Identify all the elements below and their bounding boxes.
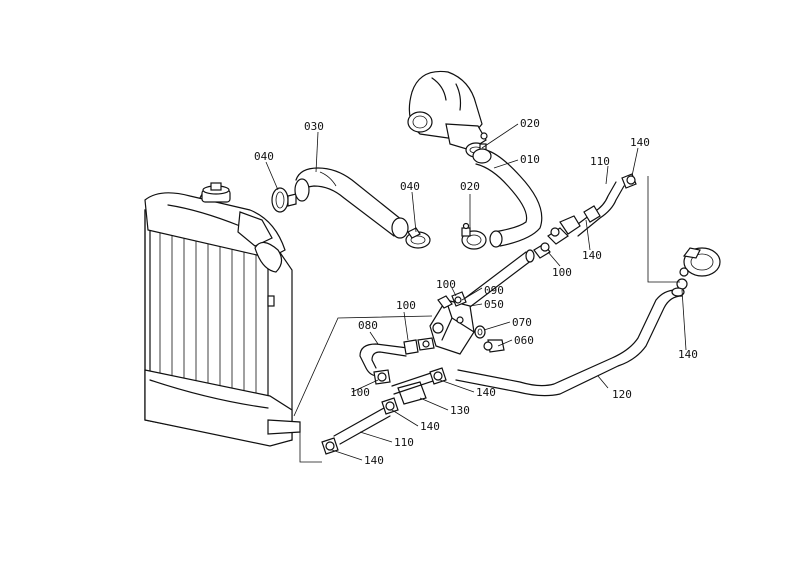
tee-fitting-130 — [391, 367, 447, 405]
callout-130: 130 — [450, 404, 470, 417]
callout-070: 070 — [512, 316, 532, 329]
hose-clamp-040-right — [405, 227, 431, 249]
reference-lines — [293, 176, 680, 463]
hose-clamp-020-mid — [461, 222, 487, 250]
callout-050: 050 — [484, 298, 504, 311]
callout-labels: 030 040 040 020 010 020 110 140 100 140 … — [254, 117, 698, 467]
leader-lines — [265, 123, 687, 461]
callout-110-bottom: 110 — [394, 436, 414, 449]
callout-010: 010 — [520, 153, 540, 166]
hose-080 — [359, 337, 435, 377]
callout-060: 060 — [514, 334, 534, 347]
water-pump-outlet — [676, 247, 721, 290]
callout-100-b: 100 — [436, 278, 456, 291]
callout-140-c: 140 — [476, 386, 496, 399]
hose-120 — [455, 287, 685, 397]
callout-110-top: 110 — [590, 155, 610, 168]
callout-020-mid: 020 — [460, 180, 480, 193]
callout-140-top: 140 — [630, 136, 650, 149]
radiator-cap — [201, 182, 231, 203]
callout-100-a: 100 — [552, 266, 572, 279]
hose-clamp-040-left — [271, 187, 297, 213]
hose-110-bottom — [321, 407, 391, 455]
fitting-100-right — [547, 227, 569, 245]
plug-060 — [483, 339, 505, 353]
hose-030 — [294, 167, 409, 239]
pipe-090 — [459, 242, 551, 311]
clamp-140-tee — [381, 397, 399, 415]
callout-140-b: 140 — [582, 249, 602, 262]
callout-040-right: 040 — [400, 180, 420, 193]
callout-040-left: 040 — [254, 150, 274, 163]
washer-070 — [474, 325, 486, 339]
callout-020-top: 020 — [520, 117, 540, 130]
hose-110-top — [559, 173, 637, 237]
hose-010 — [472, 148, 543, 248]
callout-080: 080 — [358, 319, 378, 332]
callout-030: 030 — [304, 120, 324, 133]
callout-140-d: 140 — [420, 420, 440, 433]
callout-100-c: 100 — [396, 299, 416, 312]
bypass-block-050 — [429, 295, 475, 355]
callout-120: 120 — [612, 388, 632, 401]
callout-100-d: 100 — [350, 386, 370, 399]
callout-140-bottom: 140 — [364, 454, 384, 467]
radiator — [144, 182, 301, 447]
callout-090: 090 — [484, 284, 504, 297]
fitting-100-lower — [373, 369, 391, 385]
thermostat-housing — [407, 70, 488, 151]
callout-140-right: 140 — [678, 348, 698, 361]
